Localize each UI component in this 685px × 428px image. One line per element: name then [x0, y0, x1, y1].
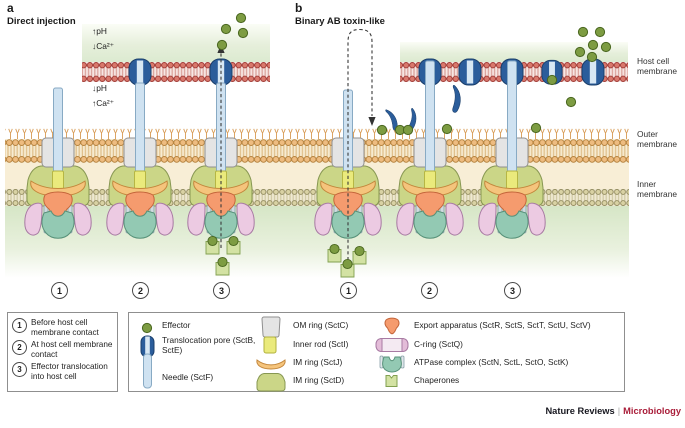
step-2-text: At host cell membrane contact — [31, 340, 113, 360]
secretion-arrows — [220, 28, 373, 266]
inner-rod-label: Inner rod (SctI) — [293, 339, 349, 349]
host-membrane-label: Host cell membrane — [637, 56, 678, 76]
step-2-badge: 2 — [12, 340, 27, 356]
om-ring-icon — [261, 316, 281, 338]
inner-membrane-label: Inner membrane — [637, 179, 678, 199]
step-3-text: Effector translocation into host cell — [31, 362, 108, 382]
machine-a1 — [24, 87, 92, 239]
needle-icon — [143, 353, 152, 389]
step-marker-a3: 3 — [213, 282, 230, 299]
chaperones-icon — [385, 375, 398, 387]
panel-b-title: Binary AB toxin-like — [295, 16, 385, 27]
step-marker-b2: 2 — [421, 282, 438, 299]
om-ring-label: OM ring (SctC) — [293, 320, 349, 330]
steps-legend-item: 3 Effector translocation into host cell — [12, 362, 114, 382]
step-1-text: Before host cell membrane contact — [31, 318, 99, 337]
journal-footer: Nature Reviews|Microbiology — [545, 406, 681, 416]
needle-label: Needle (SctF) — [162, 372, 214, 382]
panel-a-letter: a — [7, 1, 14, 15]
step-marker-a1: 1 — [51, 282, 68, 299]
step-1-badge: 1 — [12, 318, 27, 333]
steps-legend-item: 2 At host cell membrane contact — [12, 340, 114, 360]
machine-a2 — [106, 82, 174, 239]
machine-b3 — [478, 60, 546, 239]
im-ring-sctj-label: IM ring (SctJ) — [293, 357, 343, 367]
ph-up-annotation: ↑pH — [92, 26, 107, 36]
footer-brand: Nature Reviews — [545, 406, 615, 416]
effector-icon — [141, 322, 153, 334]
c-ring-icon — [375, 337, 409, 353]
im-ring-sctj-icon — [256, 359, 286, 370]
footer-separator: | — [617, 406, 621, 416]
t3ss-machines — [24, 60, 546, 239]
symbol-legend: Effector Translocation pore (SctB, SctE)… — [128, 312, 625, 392]
panel-b-letter: b — [295, 1, 303, 15]
t3ss-diagram — [5, 12, 629, 278]
im-ring-sctd-icon — [256, 373, 286, 392]
ca-up-annotation: ↑Ca²⁺ — [92, 98, 115, 108]
export-apparatus-icon — [384, 317, 400, 335]
im-ring-sctd-label: IM ring (SctD) — [293, 375, 345, 385]
steps-legend: 1 Before host cell membrane contact 2 At… — [7, 312, 118, 392]
translocation-pore-label: Translocation pore (SctB, SctE) — [162, 335, 256, 355]
chaperones-label: Chaperones — [414, 375, 460, 385]
pore-subunits — [385, 84, 463, 132]
steps-legend-item: 1 Before host cell membrane contact — [12, 318, 114, 338]
panel-a-title: Direct injection — [7, 16, 76, 27]
c-ring-label: C-ring (SctQ) — [414, 339, 463, 349]
step-marker-b1: 1 — [340, 282, 357, 299]
ph-down-annotation: ↓pH — [92, 83, 107, 93]
ca-down-annotation: ↓Ca²⁺ — [92, 41, 115, 51]
effector-label: Effector — [162, 320, 191, 330]
outer-membrane — [5, 139, 629, 163]
lps-layer — [5, 128, 629, 139]
export-apparatus-label: Export apparatus (SctR, SctS, SctT, SctU… — [414, 320, 591, 330]
atpase-label: ATPase complex (SctN, SctL, SctO, SctK) — [414, 357, 569, 367]
footer-journal: Microbiology — [623, 406, 681, 416]
ab-toxin-path — [347, 28, 373, 266]
step-marker-a2: 2 — [132, 282, 149, 299]
outer-membrane-label: Outer membrane — [637, 129, 678, 149]
atpase-icon — [379, 355, 405, 373]
machine-b2 — [396, 60, 464, 239]
inner-rod-icon — [263, 336, 277, 354]
step-3-badge: 3 — [12, 362, 27, 378]
step-marker-b3: 3 — [504, 282, 521, 299]
arrowhead-down — [368, 117, 376, 126]
